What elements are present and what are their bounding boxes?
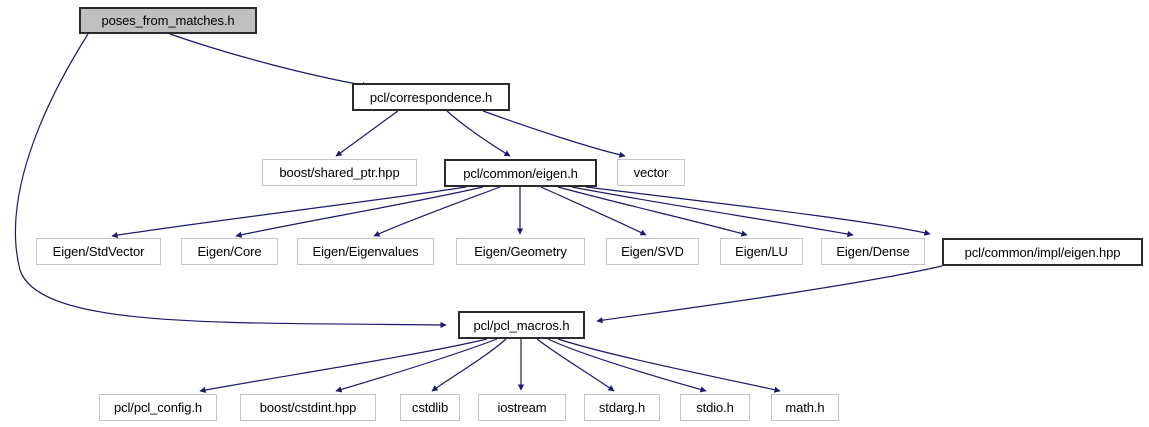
edge-common_eigen-to-eigen_stdvector — [111, 186, 467, 239]
node-common_eigen[interactable]: pcl/common/eigen.h — [444, 159, 597, 187]
node-label-stdarg: stdarg.h — [598, 400, 646, 415]
node-label-common_eigen: pcl/common/eigen.h — [463, 165, 578, 181]
node-label-shared_ptr: boost/shared_ptr.hpp — [279, 165, 400, 180]
node-label-stdio: stdio.h — [696, 400, 734, 415]
node-label-eigen_lu: Eigen/LU — [735, 244, 788, 259]
node-boost_cstdint[interactable]: boost/cstdint.hpp — [240, 394, 376, 421]
node-label-pcl_macros: pcl/pcl_macros.h — [473, 317, 570, 333]
node-eigen_stdvector[interactable]: Eigen/StdVector — [36, 238, 161, 265]
node-label-cstdlib: cstdlib — [411, 400, 449, 415]
node-label-iostream: iostream — [497, 400, 547, 415]
edge-common_eigen-to-eigen_lu — [557, 186, 748, 237]
edge-correspondence-to-shared_ptr — [335, 110, 399, 157]
node-eigen_dense[interactable]: Eigen/Dense — [821, 238, 925, 265]
edge-pcl_macros-to-pcl_config — [199, 338, 488, 394]
edge-common_eigen-to-eigen_dense — [571, 186, 854, 238]
node-label-eigen_geometry: Eigen/Geometry — [474, 244, 567, 259]
node-label-eigen_dense: Eigen/Dense — [836, 244, 910, 259]
edge-correspondence-to-common_eigen — [446, 110, 511, 157]
edge-poses_from_matches-to-correspondence — [169, 33, 369, 89]
node-math[interactable]: math.h — [771, 394, 839, 421]
node-label-eigen_stdvector: Eigen/StdVector — [52, 244, 145, 259]
node-cstdlib[interactable]: cstdlib — [400, 394, 460, 421]
node-label-math: math.h — [785, 400, 825, 415]
node-poses_from_matches[interactable]: poses_from_matches.h — [79, 7, 257, 34]
node-label-pcl_config: pcl/pcl_config.h — [113, 400, 202, 415]
node-stdarg[interactable]: stdarg.h — [584, 394, 660, 421]
edge-common_eigen-to-impl_eigen — [585, 186, 931, 236]
node-eigen_svd[interactable]: Eigen/SVD — [606, 238, 699, 265]
edge-pcl_macros-to-cstdlib — [431, 338, 507, 392]
node-eigen_geometry[interactable]: Eigen/Geometry — [456, 238, 585, 265]
node-iostream[interactable]: iostream — [478, 394, 566, 421]
node-eigen_eigenvalues[interactable]: Eigen/Eigenvalues — [297, 238, 434, 265]
edge-common_eigen-to-eigen_core — [235, 186, 484, 238]
node-label-vector: vector — [633, 165, 669, 180]
edge-correspondence-to-vector — [482, 110, 626, 158]
node-stdio[interactable]: stdio.h — [680, 394, 750, 421]
node-label-eigen_svd: Eigen/SVD — [621, 244, 684, 259]
node-vector[interactable]: vector — [617, 159, 685, 186]
edge-pcl_macros-to-stdarg — [536, 338, 615, 392]
edge-common_eigen-to-eigen_eigenvalues — [373, 186, 501, 237]
node-impl_eigen[interactable]: pcl/common/impl/eigen.hpp — [942, 238, 1143, 266]
node-correspondence[interactable]: pcl/correspondence.h — [352, 83, 510, 111]
node-pcl_config[interactable]: pcl/pcl_config.h — [99, 394, 217, 421]
node-eigen_core[interactable]: Eigen/Core — [181, 238, 278, 265]
node-label-poses_from_matches: poses_from_matches.h — [101, 13, 235, 28]
node-label-impl_eigen: pcl/common/impl/eigen.hpp — [964, 244, 1121, 260]
edge-pcl_macros-to-math — [557, 338, 781, 393]
node-label-correspondence: pcl/correspondence.h — [369, 89, 493, 105]
node-pcl_macros[interactable]: pcl/pcl_macros.h — [458, 311, 585, 339]
edge-pcl_macros-to-boost_cstdint — [335, 338, 498, 393]
edge-poses_from_matches-to-pcl_macros — [14, 33, 447, 329]
edge-pcl_macros-to-stdio — [547, 338, 707, 393]
edge-common_eigen-to-eigen_svd — [540, 186, 647, 236]
node-label-eigen_core: Eigen/Core — [197, 244, 262, 259]
edge-impl_eigen-to-pcl_macros — [596, 265, 943, 324]
edge-group — [14, 33, 943, 394]
node-eigen_lu[interactable]: Eigen/LU — [720, 238, 803, 265]
node-label-eigen_eigenvalues: Eigen/Eigenvalues — [312, 244, 419, 259]
node-label-boost_cstdint: boost/cstdint.hpp — [259, 400, 357, 415]
node-shared_ptr[interactable]: boost/shared_ptr.hpp — [262, 159, 417, 186]
